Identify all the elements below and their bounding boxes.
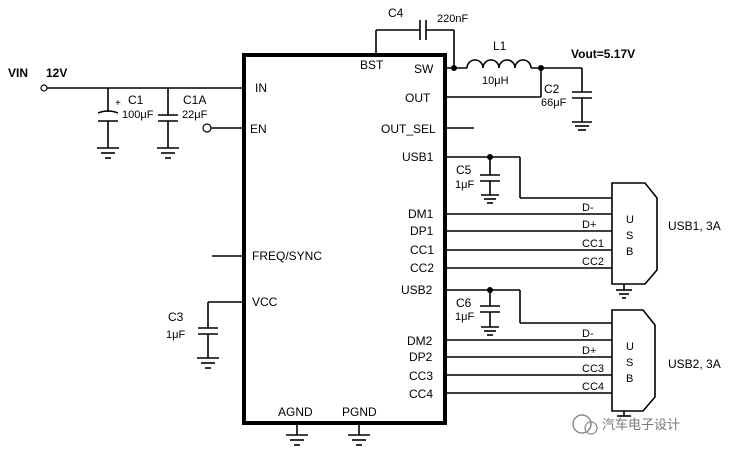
usb2-connector	[611, 309, 656, 412]
usb2-label: USB2, 3A	[668, 357, 721, 371]
c6-ref: C6	[456, 296, 472, 310]
pin-vcc: VCC	[252, 295, 278, 309]
pin-out-sel: OUT_SEL	[381, 122, 436, 136]
usb2-body-s: S	[626, 357, 633, 369]
l1-value: 10μH	[482, 75, 509, 87]
usb2-signal-cc4: CC4	[582, 381, 604, 393]
usb2-body-u: U	[626, 341, 634, 353]
c3-value: 1μF	[166, 329, 185, 341]
c4-value: 220nF	[437, 13, 468, 25]
pin-cc1: CC1	[410, 243, 434, 257]
agnd-ground	[286, 423, 308, 446]
c1-value: 100μF	[122, 109, 154, 121]
capacitor-c6	[480, 290, 500, 336]
c5-ref: C5	[456, 163, 472, 177]
capacitor-c1a	[157, 88, 179, 159]
pin-en: EN	[250, 122, 267, 136]
pin-usb2: USB2	[401, 283, 433, 297]
capacitor-c2	[572, 68, 592, 131]
usb1-label: USB1, 3A	[668, 219, 721, 233]
l1-ref: L1	[493, 39, 507, 53]
usb1-signal-cc2: CC2	[582, 256, 604, 268]
pin-cc4: CC4	[409, 387, 433, 401]
capacitor-c4	[375, 20, 455, 68]
usb1-body-s: S	[626, 230, 633, 242]
c2-ref: C2	[544, 82, 560, 96]
pin-sw: SW	[414, 62, 434, 76]
usb1-body-u: U	[626, 214, 634, 226]
capacitor-c1	[97, 88, 119, 159]
vin-label: VIN	[8, 66, 28, 80]
usb1-signal-dp: D+	[582, 219, 596, 231]
c1-polarity: +	[115, 98, 121, 109]
c1a-value: 22μF	[182, 109, 208, 121]
pin-freq-sync: FREQ/SYNC	[252, 249, 322, 263]
pin-dm2: DM2	[407, 334, 433, 348]
vin-value: 12V	[46, 66, 67, 80]
watermark-text: 汽车电子设计	[602, 417, 680, 433]
usb1-connector	[611, 182, 658, 285]
c1-ref: C1	[128, 93, 144, 107]
c3-ref: C3	[168, 310, 184, 324]
pgnd-ground	[348, 423, 370, 446]
usb2-signal-cc3: CC3	[582, 363, 604, 375]
c5-value: 1μF	[455, 179, 474, 191]
pin-dp1: DP1	[410, 224, 434, 238]
capacitor-c5	[480, 157, 500, 204]
pin-usb1: USB1	[402, 150, 434, 164]
c2-value: 66μF	[541, 97, 567, 109]
usb1-signal-cc1: CC1	[582, 238, 604, 250]
pin-dp2: DP2	[409, 350, 433, 364]
usb2-signal-dm: D-	[582, 328, 594, 340]
pin-in: IN	[255, 81, 267, 95]
pin-bst: BST	[360, 58, 384, 72]
pin-dm1: DM1	[408, 207, 434, 221]
c1a-ref: C1A	[183, 93, 206, 107]
pin-agnd: AGND	[278, 405, 313, 419]
usb1-signal-dm: D-	[582, 202, 594, 214]
pin-cc3: CC3	[409, 369, 433, 383]
c4-ref: C4	[388, 6, 404, 20]
pin-out: OUT	[405, 91, 431, 105]
usb2-signal-dp: D+	[582, 345, 596, 357]
vout-label: Vout=5.17V	[571, 47, 635, 61]
usb1-body-b: B	[626, 246, 633, 258]
pin-cc2: CC2	[410, 261, 434, 275]
c6-value: 1μF	[455, 311, 474, 323]
ic-body	[242, 53, 447, 425]
usb2-body-b: B	[626, 373, 633, 385]
vin-terminal	[40, 84, 48, 92]
pin-pgnd: PGND	[342, 405, 377, 419]
en-terminal	[202, 123, 212, 133]
watermark-logo-icon	[572, 414, 598, 435]
capacitor-c3	[197, 301, 244, 369]
inductor-l1	[466, 59, 532, 69]
